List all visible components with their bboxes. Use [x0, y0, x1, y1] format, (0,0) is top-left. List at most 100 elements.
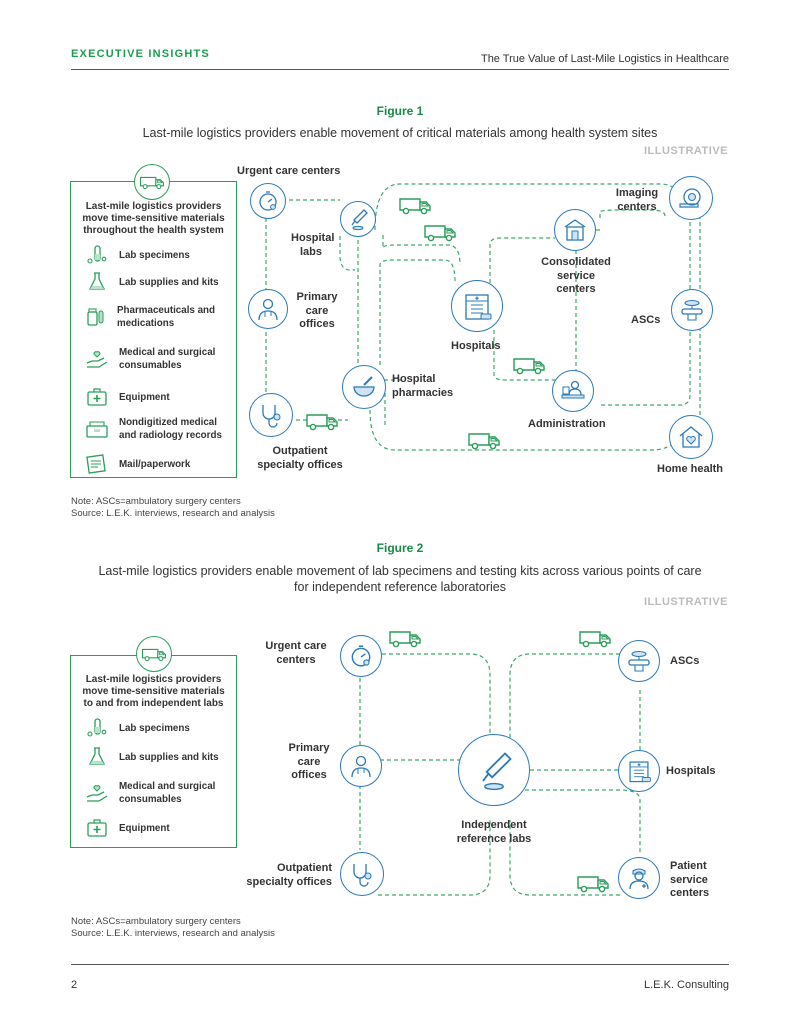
consolidated-node: [554, 209, 596, 251]
stethoscope-icon: [262, 405, 281, 428]
figure2-legend: Last-mile logistics providers move time-…: [70, 655, 237, 848]
mail-icon: [85, 452, 109, 476]
legend-item: Nondigitized medical and radiology recor…: [85, 416, 236, 442]
delivery-van-icon: [576, 873, 610, 893]
legend-item: Medical and surgical consumables: [85, 346, 236, 372]
surgery-table-icon: [628, 650, 650, 672]
hand-heart-icon: [85, 781, 109, 805]
ascs-label: ASCs: [631, 314, 661, 326]
figure1-legend-heading: Last-mile logistics providers move time-…: [82, 201, 225, 236]
primary-care-label: Primary care offices: [288, 742, 330, 781]
urgent-care-label: Urgent care centers: [237, 165, 341, 177]
imaging-label: Imaging centers: [615, 187, 659, 213]
figure1-label: Figure 1: [376, 104, 424, 118]
urgent-care-node: [340, 635, 382, 677]
primary-care-label: Primary care offices: [296, 291, 338, 330]
company-name: L.E.K. Consulting: [644, 979, 729, 991]
figure2-network-lines: [359, 653, 641, 896]
hospital-building-icon: [629, 761, 651, 783]
home-health-node: [669, 415, 713, 459]
primary-care-node: [248, 289, 288, 329]
page-number: 2: [71, 979, 78, 991]
hospital-building-icon: [465, 294, 492, 320]
legend-item: Lab specimens: [85, 716, 190, 740]
stopwatch-icon: [351, 645, 371, 667]
hand-heart-icon: [85, 347, 109, 371]
administration-label: Administration: [528, 418, 606, 430]
flask-icon: [85, 270, 109, 294]
hospital-pharmacies-node: [342, 365, 386, 409]
figure1-legend: Last-mile logistics providers move time-…: [70, 181, 237, 478]
figure2-legend-heading: Last-mile logistics providers move time-…: [82, 674, 225, 709]
outpatient-label: Outpatient specialty offices: [246, 862, 332, 888]
legend-item: Lab supplies and kits: [85, 270, 219, 294]
urgent-care-node: [250, 183, 286, 219]
outpatient-node: [249, 393, 293, 437]
legend-item: Mail/paperwork: [85, 452, 190, 476]
outpatient-label: Outpatient specialty offices: [257, 445, 343, 471]
legend-item: Pharmaceuticals and medications: [85, 304, 236, 330]
figure2-note: Note: ASCs=ambulatory surgery centers: [71, 916, 241, 927]
figure1-illustrative: ILLUSTRATIVE: [643, 145, 728, 157]
delivery-van-icon: [134, 164, 170, 200]
mortar-pestle-icon: [353, 376, 375, 397]
reference-labs-node: [458, 734, 530, 806]
figure1-note: Note: ASCs=ambulatory surgery centers: [71, 496, 241, 507]
mri-scanner-icon: [679, 188, 701, 208]
delivery-van-icon: [136, 636, 172, 672]
test-tube-icon: [85, 716, 109, 740]
legend-item: Medical and surgical consumables: [85, 780, 229, 806]
hospital-labs-node: [340, 201, 376, 237]
urgent-care-label: Urgent care centers: [265, 640, 327, 666]
reference-labs-label: Independent reference labs: [456, 819, 532, 845]
hospitals-label: Hospitals: [666, 765, 716, 777]
dropper-icon: [482, 752, 512, 791]
medical-kit-icon: [85, 816, 109, 840]
outpatient-node: [340, 852, 384, 896]
nurse-icon: [629, 868, 649, 890]
hospitals-node: [618, 750, 660, 792]
doctor-icon: [258, 298, 278, 321]
legend-item: Equipment: [85, 816, 170, 840]
psc-node: [618, 857, 660, 899]
dropper-icon: [351, 209, 368, 231]
hospital-pharmacies-label: Hospital pharmacies: [392, 373, 454, 399]
pill-bottle-icon: [85, 305, 107, 329]
home-health-icon: [679, 426, 703, 448]
home-health-label: Home health: [657, 463, 724, 475]
primary-care-node: [340, 745, 382, 787]
medical-kit-icon: [85, 385, 109, 409]
ascs-node: [671, 289, 713, 331]
figure2-label: Figure 2: [376, 541, 424, 555]
legend-item: Equipment: [85, 385, 170, 409]
legend-item: Lab supplies and kits: [85, 745, 219, 769]
figure1-source: Source: L.E.K. interviews, research and …: [71, 508, 275, 519]
figure1-title: Last-mile logistics providers enable mov…: [142, 126, 658, 140]
doctor-icon: [351, 755, 371, 778]
delivery-van-icon: [388, 628, 422, 648]
ascs-node: [618, 640, 660, 682]
stopwatch-icon: [259, 191, 277, 211]
legend-item: Lab specimens: [85, 243, 190, 267]
records-icon: [85, 417, 109, 441]
hospitals-node: [451, 280, 503, 332]
footer-rule: [71, 964, 729, 965]
hospitals-label: Hospitals: [451, 340, 501, 352]
figure2-title: Last-mile logistics providers enable mov…: [98, 564, 702, 594]
figure1-network-lines: [265, 183, 701, 451]
test-tube-icon: [85, 243, 109, 267]
administration-node: [552, 370, 594, 412]
psc-label: Patient service centers: [670, 860, 710, 899]
imaging-node: [669, 176, 713, 220]
flask-icon: [85, 745, 109, 769]
header-rule: [71, 69, 729, 70]
surgery-table-icon: [681, 299, 703, 321]
figure2-source: Source: L.E.K. interviews, research and …: [71, 928, 275, 939]
stethoscope-icon: [353, 864, 372, 887]
document-title: The True Value of Last-Mile Logistics in…: [480, 53, 729, 65]
desk-worker-icon: [561, 380, 585, 399]
section-label: EXECUTIVE INSIGHTS: [71, 48, 210, 60]
delivery-van-icon: [578, 628, 612, 648]
consolidated-label: Consolidated service centers: [541, 256, 611, 295]
hospital-labs-label: Hospital labs: [291, 232, 335, 258]
